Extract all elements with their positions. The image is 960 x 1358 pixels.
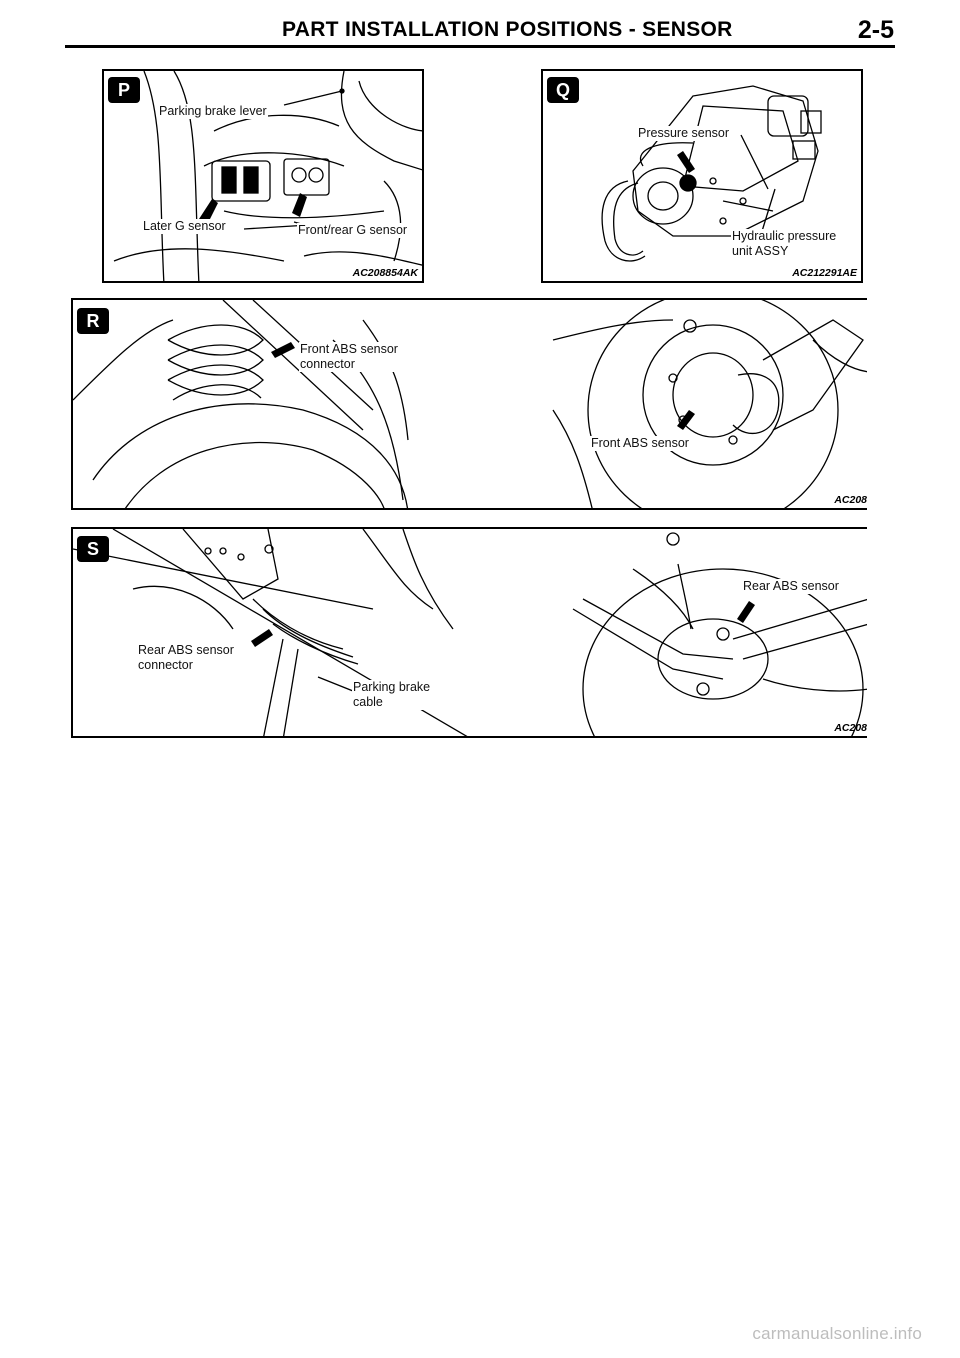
- figure-panel-r: R Front ABS sensor connector Front ABS s…: [71, 298, 867, 510]
- illustration-s: [73, 529, 867, 736]
- illustration-r: [73, 300, 867, 508]
- figure-panel-q: Q Pressure sensor Hydraulic pressure uni…: [541, 69, 863, 283]
- illustration-p: [113, 71, 422, 281]
- figure-code-p: AC208854AK: [352, 267, 418, 279]
- figure-code-q: AC212291AE: [792, 267, 857, 279]
- label-parking-brake-cable: Parking brake cable: [352, 680, 432, 710]
- label-rear-abs-sensor: Rear ABS sensor: [742, 579, 840, 594]
- label-front-abs-sensor-connector: Front ABS sensor connector: [299, 342, 399, 372]
- page-number: 2-5: [857, 16, 894, 44]
- panel-badge-r: R: [77, 308, 109, 334]
- figure-code-r: AC208: [834, 494, 867, 506]
- label-front-abs-sensor: Front ABS sensor: [590, 436, 690, 451]
- page-title: PART INSTALLATION POSITIONS - SENSOR: [282, 18, 733, 41]
- panel-badge-q: Q: [547, 77, 579, 103]
- label-hydraulic-pressure-unit: Hydraulic pressure unit ASSY: [731, 229, 838, 259]
- illustration-q: [601, 85, 822, 262]
- panel-badge-s: S: [77, 536, 109, 562]
- panel-badge-p: P: [108, 77, 140, 103]
- label-parking-brake-lever: Parking brake lever: [158, 104, 268, 119]
- header-rule: [65, 45, 895, 48]
- label-front-rear-g-sensor: Front/rear G sensor: [297, 223, 409, 238]
- figure-panel-p: P Parking brake lever Later G sensor Fro…: [102, 69, 424, 283]
- watermark: carmanualsonline.info: [752, 1324, 922, 1343]
- label-rear-abs-sensor-connector: Rear ABS sensor connector: [137, 643, 235, 673]
- label-pressure-sensor: Pressure sensor: [637, 126, 731, 141]
- label-later-g-sensor: Later G sensor: [142, 219, 227, 234]
- figure-code-s: AC208: [834, 722, 867, 734]
- figure-panel-s: S Rear ABS sensor connector Parking brak…: [71, 527, 867, 738]
